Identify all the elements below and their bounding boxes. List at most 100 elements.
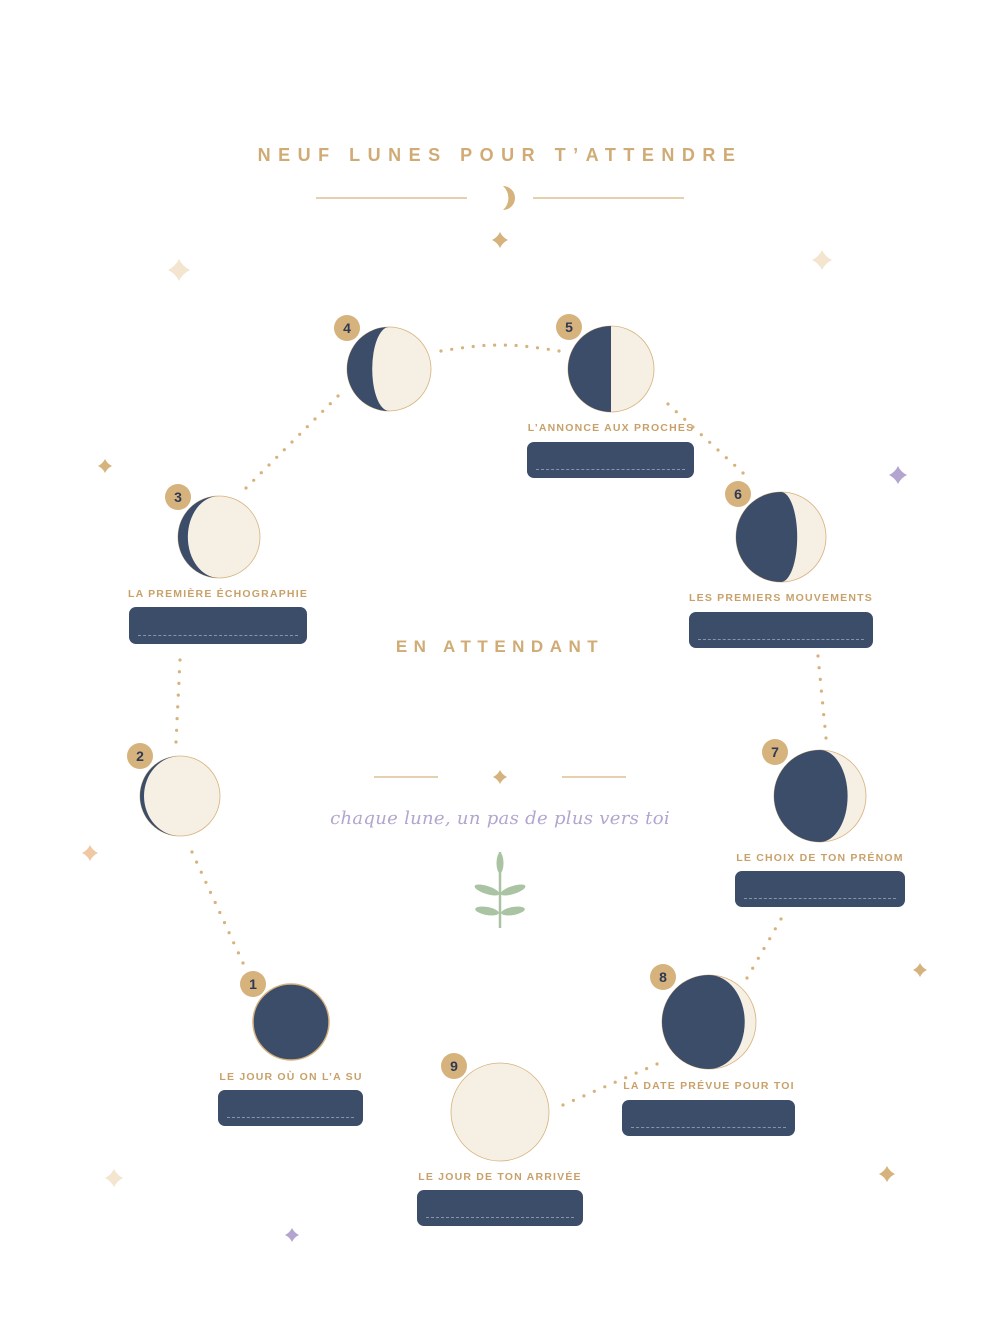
path-dot [645,1067,649,1071]
path-dot [699,433,703,437]
moon-3-date-field[interactable] [129,607,307,644]
moon-6-label: LES PREMIERS MOUVEMENTS [689,592,873,604]
path-dot [818,677,822,682]
path-dot [460,346,465,350]
moon-phases [139,325,867,1162]
leaf-sprig-icon [474,852,526,928]
path-dot [482,343,486,348]
moon-8 [661,974,757,1070]
path-dot [773,927,777,931]
moon-8-label: LA DATE PRÉVUE POUR TOI [623,1080,795,1092]
moon-7-date-field[interactable] [735,871,905,907]
sparkle-icon [285,1228,299,1242]
path-dot [592,1089,596,1093]
moon-8-number: 8 [650,964,676,990]
moon-7-label: LE CHOIX DE TON PRÉNOM [736,852,904,864]
path-dot [282,448,286,452]
path-dot [683,417,687,421]
moon-3-label: LA PREMIÈRE ÉCHOGRAPHIE [127,588,309,600]
path-dot [176,693,180,697]
path-dot [298,432,302,436]
path-dot [195,860,199,864]
moon-8-date-field[interactable] [622,1100,795,1136]
path-dot [823,724,827,728]
crescent-moon-icon [503,186,515,210]
moon-9-label: LE JOUR DE TON ARRIVÉE [418,1171,582,1183]
moon-6-number: 6 [725,481,751,507]
path-dot [571,1098,576,1102]
moon-7 [773,749,867,843]
path-dot [557,349,561,353]
moon-2 [139,755,221,837]
decorative-stars [82,232,927,1242]
path-dot [208,890,213,895]
path-dot [822,713,826,717]
moon-1-number: 1 [240,971,266,997]
path-dot [613,1080,617,1084]
path-dot [624,1076,628,1080]
moon-9 [450,1062,550,1162]
path-dot [328,402,332,406]
path-dot [634,1071,638,1075]
moon-3-number: 3 [165,484,191,510]
path-dot [267,463,271,467]
path-dot [716,448,720,452]
path-dot [724,456,728,460]
path-dot [190,850,194,854]
sparkle-icon [889,466,907,484]
path-dot [514,343,518,348]
moon-5 [567,325,655,413]
path-dot [603,1085,607,1089]
path-dot [582,1094,586,1098]
path-dot [213,900,217,905]
path-dot [817,666,821,670]
moon-9-number: 9 [441,1053,467,1079]
path-dot [779,917,783,921]
path-dot [666,402,670,406]
path-dot [313,417,317,421]
path-dot [546,347,550,351]
path-dot [305,425,309,429]
path-dot [175,728,179,732]
path-dot [821,701,825,705]
path-dot [708,440,712,444]
moon-5-number: 5 [556,314,582,340]
path-dot [177,670,181,674]
path-dot [751,966,755,970]
moon-5-date-field[interactable] [527,442,694,478]
path-dot [275,455,279,459]
path-dot [259,471,263,475]
path-dot [819,689,824,693]
sparkle-icon [492,232,508,248]
title-divider [316,186,684,210]
path-dot [768,937,772,941]
moon-1 [252,983,330,1061]
moon-6-date-field[interactable] [689,612,873,648]
poster-title: NEUF LUNES POUR T’ATTENDRE [257,145,743,165]
path-dot [745,976,749,980]
path-dot [174,740,178,744]
sparkle-icon [913,963,927,977]
path-dot [218,910,222,915]
sparkle-icon [105,1169,123,1187]
path-dot [655,1062,659,1066]
moon-9-date-field[interactable] [417,1190,583,1226]
path-dot [232,941,236,945]
moon-7-number: 7 [762,739,788,765]
moon-4 [346,326,432,412]
sparkle-icon [82,845,98,861]
sparkle-icon [879,1166,895,1182]
moon-3 [177,495,261,579]
path-dot [756,956,760,960]
path-dot [176,705,180,709]
sparkle-icon [812,250,832,270]
path-dot [227,931,231,935]
path-dot [741,471,745,475]
moon-5-label: L’ANNONCE AUX PROCHES [527,422,695,434]
path-dot [733,463,737,467]
dotted-path [174,343,828,1107]
moon-1-date-field[interactable] [218,1090,363,1126]
moon-4-number: 4 [334,315,360,341]
path-dot [244,486,248,490]
